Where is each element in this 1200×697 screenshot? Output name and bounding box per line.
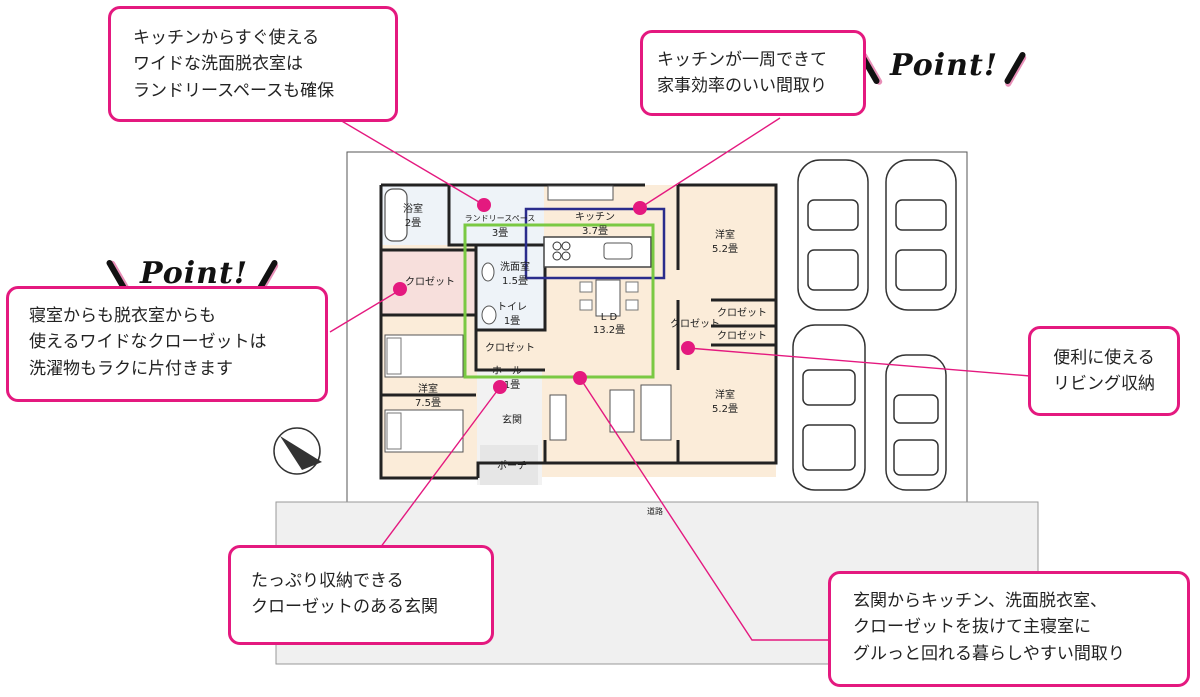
room-washroom: 洗面室 — [500, 260, 530, 273]
bathtub — [384, 188, 408, 242]
callout-circulation: 玄関からキッチン、洗面脱衣室、 クローゼットを抜けて主寝室に グルっと回れる暮ら… — [828, 571, 1190, 687]
walls — [379, 183, 778, 480]
room-laundry-size: 3畳 — [492, 227, 508, 239]
dining-table — [595, 279, 621, 317]
room-kitchen: キッチン — [575, 211, 615, 223]
point-badge-left: Point! — [140, 256, 248, 291]
callout-kitchen: キッチンが一周できて 家事効率のいい間取り — [640, 30, 866, 116]
room-genkan: 玄関 — [502, 413, 522, 426]
room-laundry: ランドリースペース — [465, 214, 536, 223]
room-kitchen-size: 3.7畳 — [582, 225, 608, 237]
room-hall-size: 1畳 — [504, 379, 520, 391]
room-closet-a: クロゼット — [717, 307, 767, 319]
callout-living-storage: 便利に使える リビング収納 — [1028, 326, 1180, 416]
point-badge-top: Point! — [890, 48, 998, 83]
room-toilet-size: 1畳 — [504, 315, 520, 327]
toilet-fixture — [481, 305, 497, 325]
parking-cars — [792, 159, 957, 491]
room-washroom-size: 1.5畳 — [502, 275, 528, 287]
room-bath: 浴室 — [403, 202, 423, 215]
room-west-closet: クロゼット — [405, 276, 455, 288]
room-closet-b: クロゼット — [717, 330, 767, 342]
room-master: 洋室 — [418, 382, 438, 395]
room-east-bottom: 洋室 — [715, 388, 735, 401]
kitchen-island — [543, 236, 652, 268]
room-east-top-size: 5.2畳 — [712, 243, 738, 255]
room-bath-size: 2畳 — [405, 217, 421, 229]
callout-closet: 寝室からも脱衣室からも 使えるワイドなクローゼットは 洗濯物もラクに片付きます — [6, 286, 328, 402]
leader-lines — [329, 117, 1031, 641]
compass-icon — [273, 427, 322, 475]
room-porch: ポーチ — [497, 460, 527, 472]
road-label: 道路 — [647, 506, 663, 516]
callout-entrance: たっぷり収納できる クローゼットのある玄関 — [228, 545, 494, 645]
callout-laundry: キッチンからすぐ使える ワイドな洗面脱衣室は ランドリースペースも確保 — [108, 6, 398, 122]
room-east-top: 洋室 — [715, 228, 735, 241]
room-hall-closet: クロゼット — [485, 342, 535, 354]
room-ldk: L D — [601, 312, 618, 323]
room-living-closet: クロゼット — [670, 318, 720, 330]
sofa — [640, 384, 672, 441]
leader-dots — [393, 198, 695, 394]
room-hall: ホール — [492, 365, 522, 377]
kitchen-loop-highlight — [524, 207, 666, 280]
circulation-highlight — [463, 223, 655, 379]
room-ldk-size: 13.2畳 — [593, 324, 625, 336]
room-master-size: 7.5畳 — [415, 397, 441, 409]
room-toilet: トイレ — [497, 302, 527, 313]
room-east-bottom-size: 5.2畳 — [712, 403, 738, 415]
